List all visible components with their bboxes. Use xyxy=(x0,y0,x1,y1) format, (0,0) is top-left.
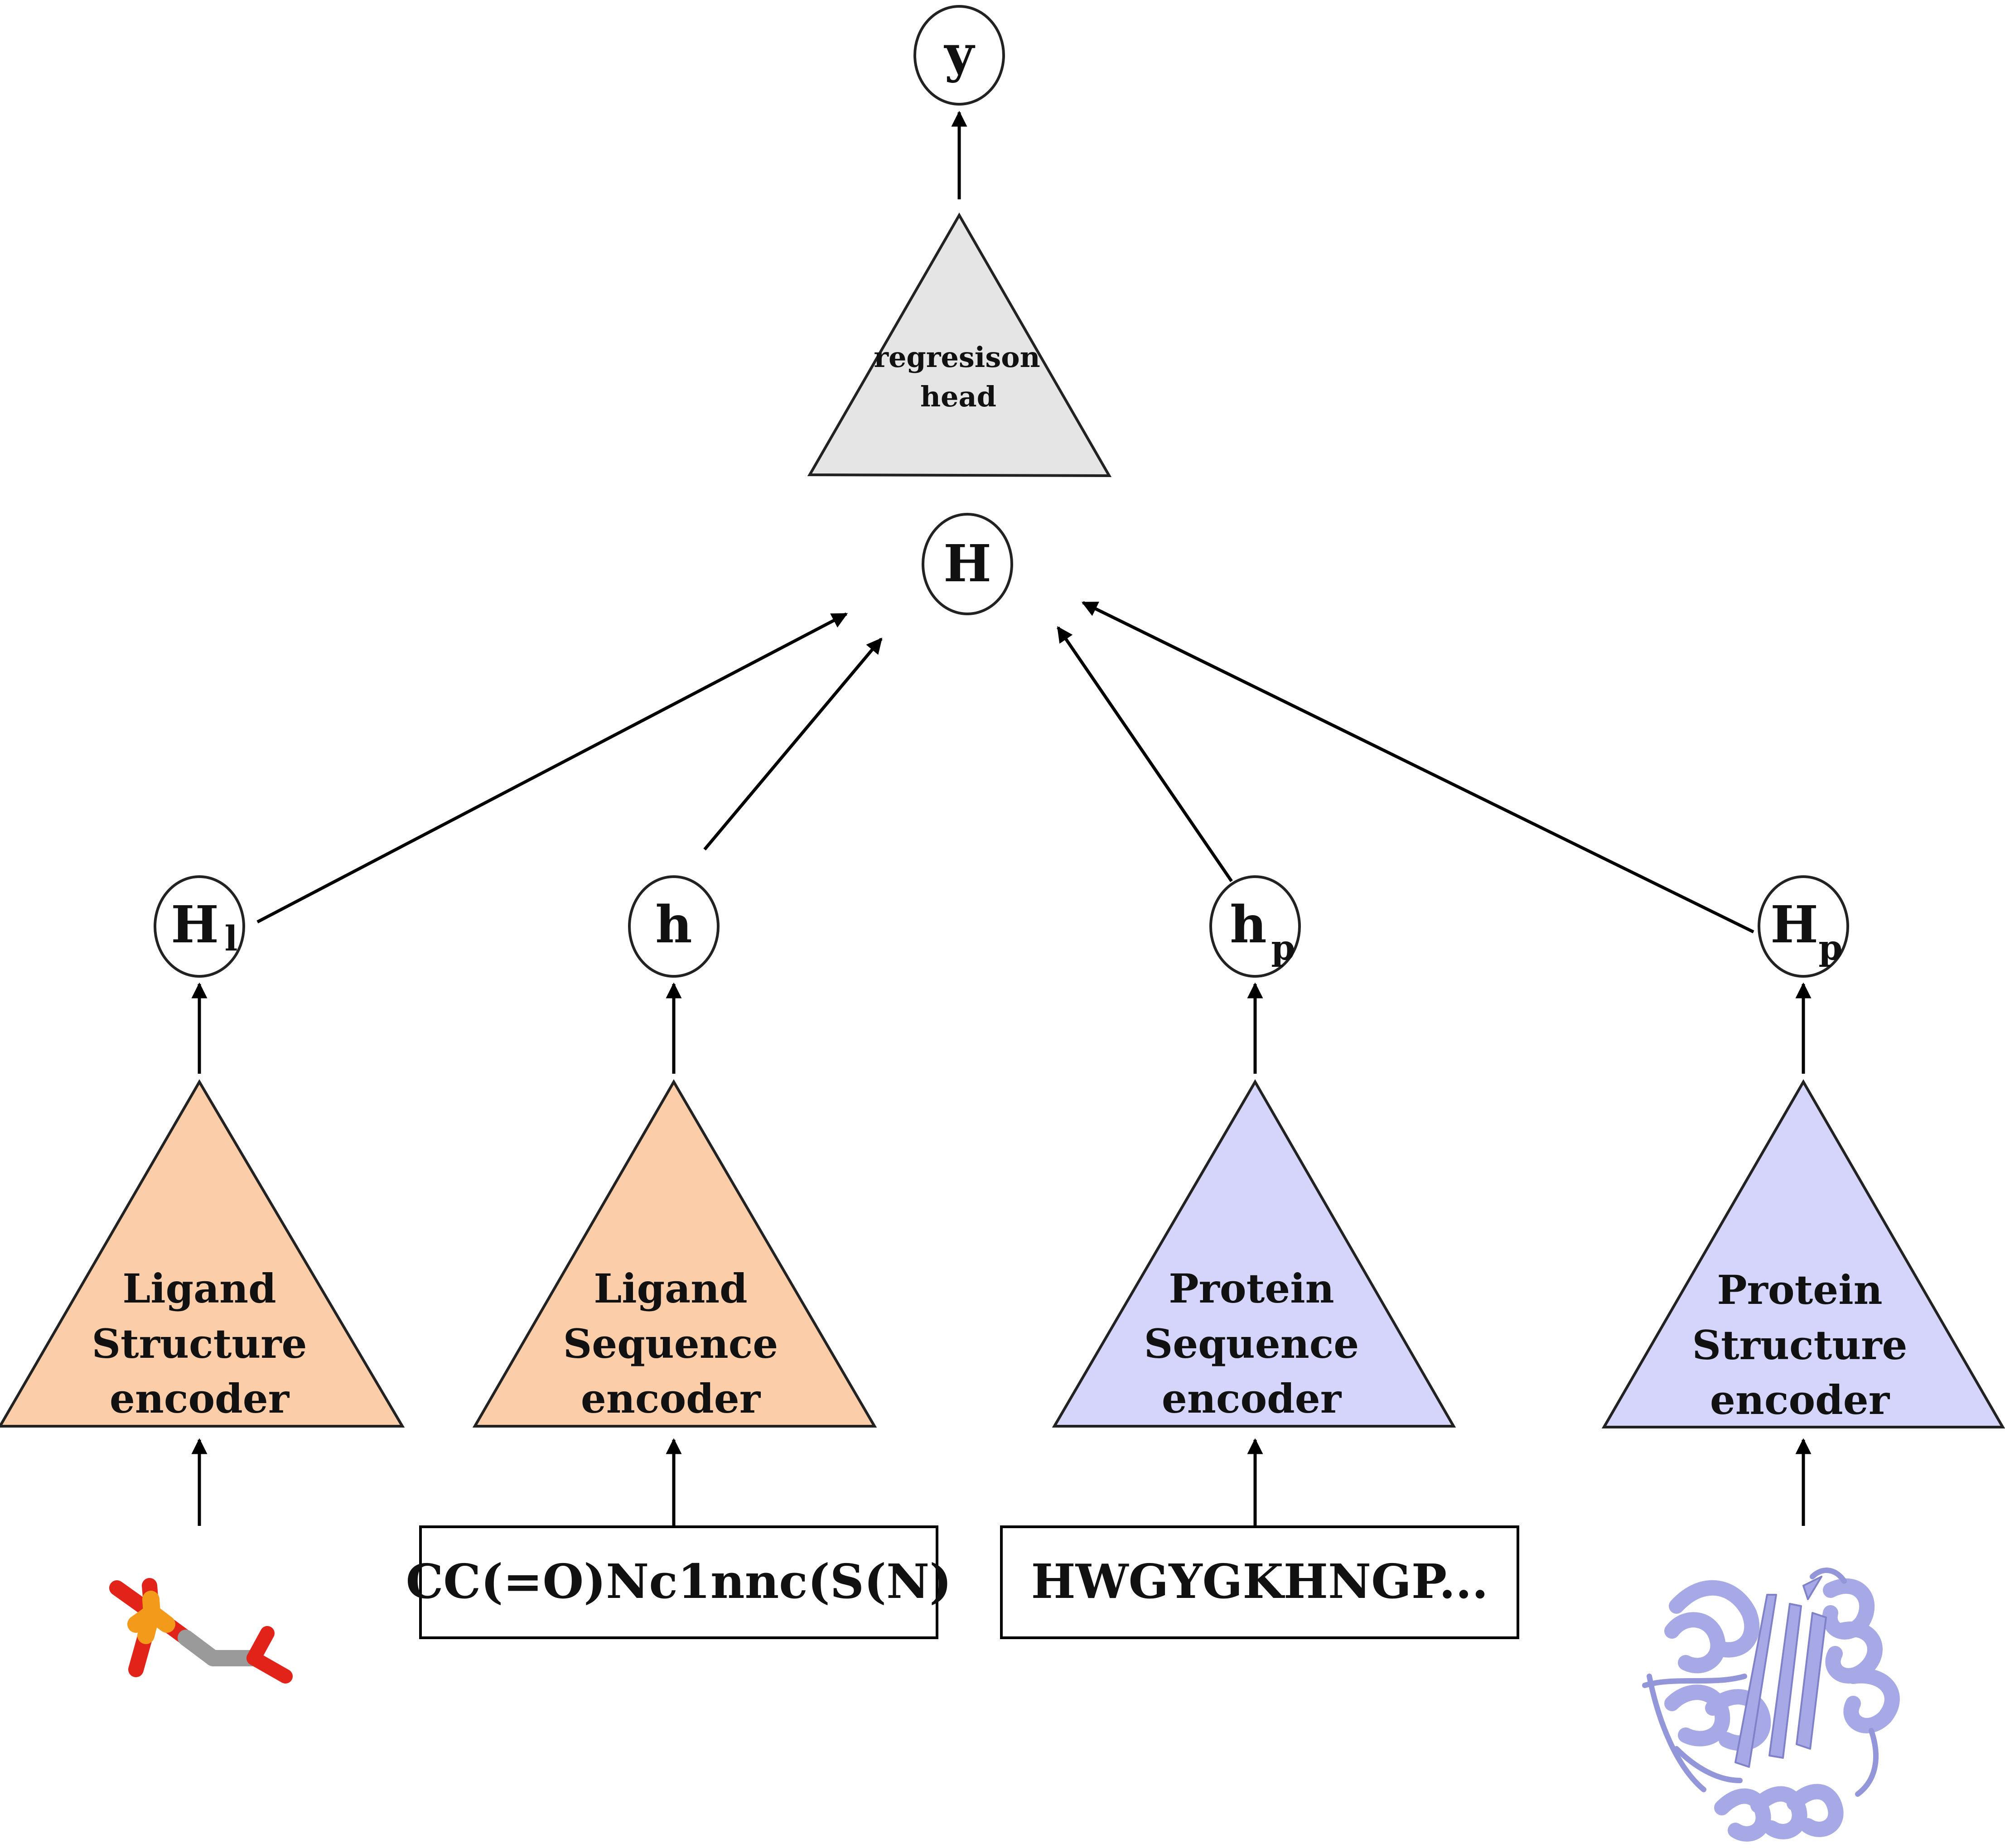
embedding-node-ligand-sequence: h xyxy=(628,875,720,978)
arrow-protein-sequence-to-H xyxy=(1057,626,1233,882)
encoder-label-line3: encoder xyxy=(1710,1376,1890,1423)
arrow-ligand-sequence-to-H xyxy=(703,637,883,851)
encoder-label-line3: encoder xyxy=(581,1375,761,1422)
ligand-sequence-encoder: Ligand Sequence encoder xyxy=(472,1079,877,1428)
encoder-label-line2: Sequence xyxy=(1144,1320,1359,1367)
embedding-node-ligand-structure: H l xyxy=(154,875,245,978)
encoder-label-line2: Sequence xyxy=(563,1320,778,1367)
regression-head-label-line2: head xyxy=(920,380,996,413)
ligand-smiles-text: CC(=O)Nc1nnc(S(N) xyxy=(406,1554,952,1609)
embedding-label-subscript: l xyxy=(225,918,238,959)
encoder-label-line3: encoder xyxy=(1162,1375,1342,1422)
ligand-smiles-box: CC(=O)Nc1nnc(S(N) xyxy=(406,1525,952,1639)
encoder-label-line2: Structure xyxy=(1692,1322,1907,1369)
protein-sequence-text: HWGYGKHNGP... xyxy=(1031,1554,1488,1609)
combined-node-H: H xyxy=(922,513,1013,615)
arrow-ligand-structure-to-H xyxy=(256,612,848,924)
embedding-node-protein-structure: H p xyxy=(1758,875,1849,978)
embedding-label-main: H xyxy=(171,895,219,955)
encoder-label-line3: encoder xyxy=(110,1375,290,1422)
encoder-label-line1: Protein xyxy=(1169,1265,1334,1312)
embedding-label-main: H xyxy=(1770,895,1818,955)
ligand-structure-encoder: Ligand Structure encoder xyxy=(0,1079,405,1428)
embedding-label-subscript: p xyxy=(1818,927,1842,968)
encoder-label-line1: Protein xyxy=(1717,1266,1882,1313)
embedding-label-main: h xyxy=(1230,895,1266,955)
encoder-label-line1: Ligand xyxy=(122,1265,276,1312)
protein-sequence-encoder: Protein Sequence encoder xyxy=(1052,1079,1456,1428)
ligand-3d-molecule-icon xyxy=(109,1578,293,1684)
arrow-protein-structure-to-H xyxy=(1081,601,1754,934)
encoder-label-line2: Structure xyxy=(92,1320,307,1367)
embedding-label-main: h xyxy=(655,895,692,955)
protein-sequence-box: HWGYGKHNGP... xyxy=(1000,1525,1519,1639)
combined-node-label: H xyxy=(943,534,991,593)
output-node-y: y xyxy=(913,5,1005,106)
protein-cartoon-icon xyxy=(1642,1568,1900,1842)
embedding-label-subscript: p xyxy=(1271,927,1295,968)
embedding-node-protein-sequence: h p xyxy=(1209,875,1301,978)
output-label: y xyxy=(943,24,975,84)
encoder-label-line1: Ligand xyxy=(594,1265,747,1312)
protein-structure-encoder: Protein Structure encoder xyxy=(1601,1079,2005,1428)
regression-head: regresison head xyxy=(807,212,1112,478)
regression-head-label-line1: regresison xyxy=(874,341,1040,374)
